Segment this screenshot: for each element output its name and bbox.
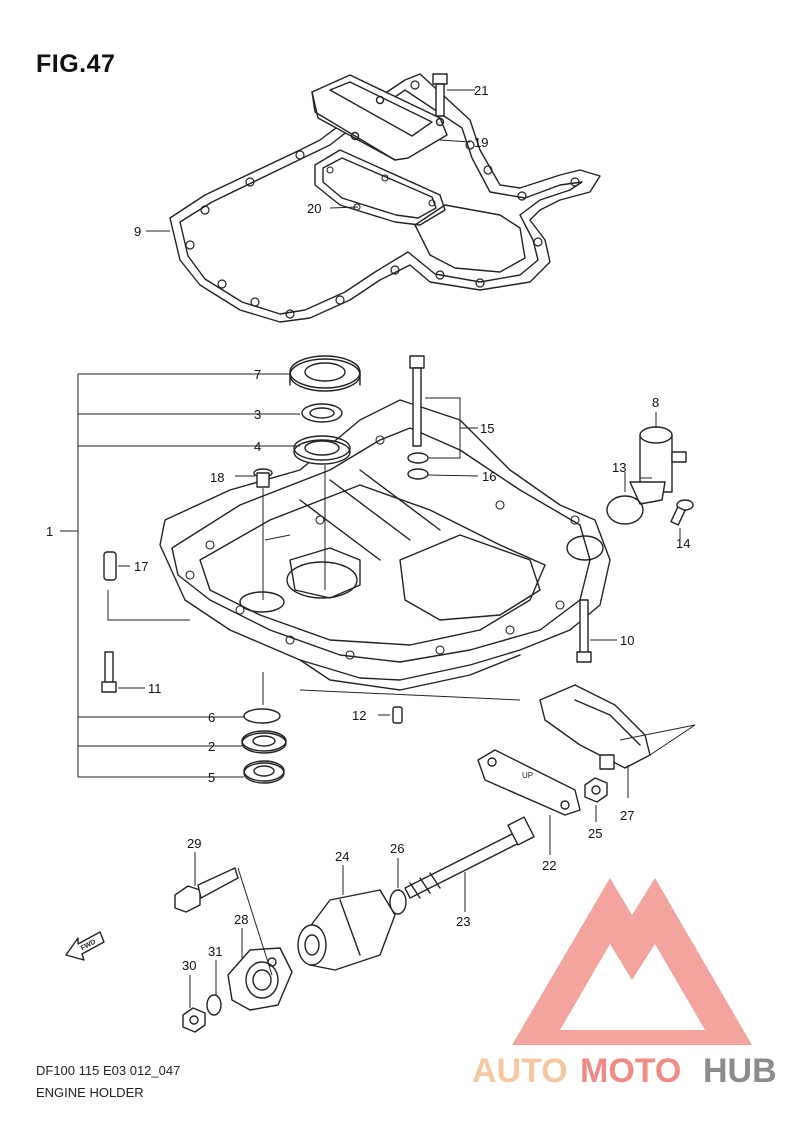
callout-9: 9 xyxy=(134,224,141,239)
bolt-11 xyxy=(101,651,117,693)
callout-14: 14 xyxy=(676,536,690,551)
callout-16: 16 xyxy=(482,469,496,484)
callout-6: 6 xyxy=(208,710,215,725)
washer-31 xyxy=(206,994,222,1016)
shaft-23 xyxy=(404,816,535,899)
engine-holder-housing xyxy=(159,399,611,691)
callout-29: 29 xyxy=(187,836,201,851)
callout-27: 27 xyxy=(620,808,634,823)
watermark-logo xyxy=(512,878,752,1045)
callout-11: 11 xyxy=(148,681,162,696)
callout-21: 21 xyxy=(474,83,488,98)
pin-12 xyxy=(392,706,403,724)
callout-31: 31 xyxy=(208,944,222,959)
nut-25 xyxy=(584,777,608,803)
callout-20: 20 xyxy=(307,201,321,216)
leader-lines xyxy=(107,89,696,1008)
callout-7: 7 xyxy=(254,367,261,382)
callout-18: 18 xyxy=(210,470,224,485)
callout-4: 4 xyxy=(254,439,261,454)
watermark-moto: MOTO xyxy=(580,1052,681,1090)
callout-10: 10 xyxy=(620,633,634,648)
fwd-arrow-icon: FWD xyxy=(65,931,105,961)
watermark-hub: HUB xyxy=(703,1052,777,1090)
seal-4 xyxy=(293,435,351,465)
holder-28 xyxy=(227,947,293,1011)
callout-labels: 21 19 20 9 7 3 4 15 8 18 16 13 14 1 17 1… xyxy=(46,83,690,973)
bearing-2 xyxy=(241,730,287,754)
watermark-text: AUTO MOTO HUB xyxy=(472,1052,777,1090)
callout-5: 5 xyxy=(208,770,215,785)
gasket-up-mark: UP xyxy=(522,771,533,780)
callout-22: 22 xyxy=(542,858,556,873)
callout-17: 17 xyxy=(134,559,148,574)
cover-19 xyxy=(311,74,448,161)
callout-19: 19 xyxy=(474,135,488,150)
seal-7 xyxy=(289,355,361,392)
callout-28: 28 xyxy=(234,912,248,927)
callout-2: 2 xyxy=(208,739,215,754)
figure-title: FIG.47 xyxy=(36,50,116,78)
watermark-triangle-icon xyxy=(512,878,752,1045)
callout-26: 26 xyxy=(390,841,404,856)
callout-23: 23 xyxy=(456,914,470,929)
bolt-14 xyxy=(670,499,694,526)
diagram-code: DF100 115 E03 012_047 xyxy=(36,1063,181,1078)
gasket-22: UP xyxy=(477,749,581,816)
gasket-20 xyxy=(314,149,446,226)
snap-ring-6 xyxy=(243,708,281,724)
diagram-caption: ENGINE HOLDER xyxy=(36,1085,144,1100)
callout-12: 12 xyxy=(352,708,366,723)
bracket-27 xyxy=(539,684,651,770)
fitting-8 xyxy=(629,426,687,505)
callout-25: 25 xyxy=(588,826,602,841)
nut-30 xyxy=(182,1007,206,1033)
callout-13: 13 xyxy=(612,460,626,475)
callout-30: 30 xyxy=(182,958,196,973)
seal-5 xyxy=(243,760,285,784)
plug-18 xyxy=(253,468,273,488)
callout-24: 24 xyxy=(335,849,349,864)
callout-8: 8 xyxy=(652,395,659,410)
pin-17 xyxy=(103,551,117,581)
washer-26 xyxy=(389,889,407,915)
ring-3 xyxy=(301,403,343,423)
callout-1: 1 xyxy=(46,524,53,539)
mount-24 xyxy=(297,889,396,971)
bolt-29 xyxy=(174,867,239,913)
oring-13 xyxy=(606,495,644,525)
bolt-10 xyxy=(576,599,592,663)
watermark-auto: AUTO xyxy=(472,1052,568,1090)
callout-15: 15 xyxy=(480,421,494,436)
bolt-21 xyxy=(432,73,448,117)
callout-3: 3 xyxy=(254,407,261,422)
bolt-15 xyxy=(407,355,429,480)
